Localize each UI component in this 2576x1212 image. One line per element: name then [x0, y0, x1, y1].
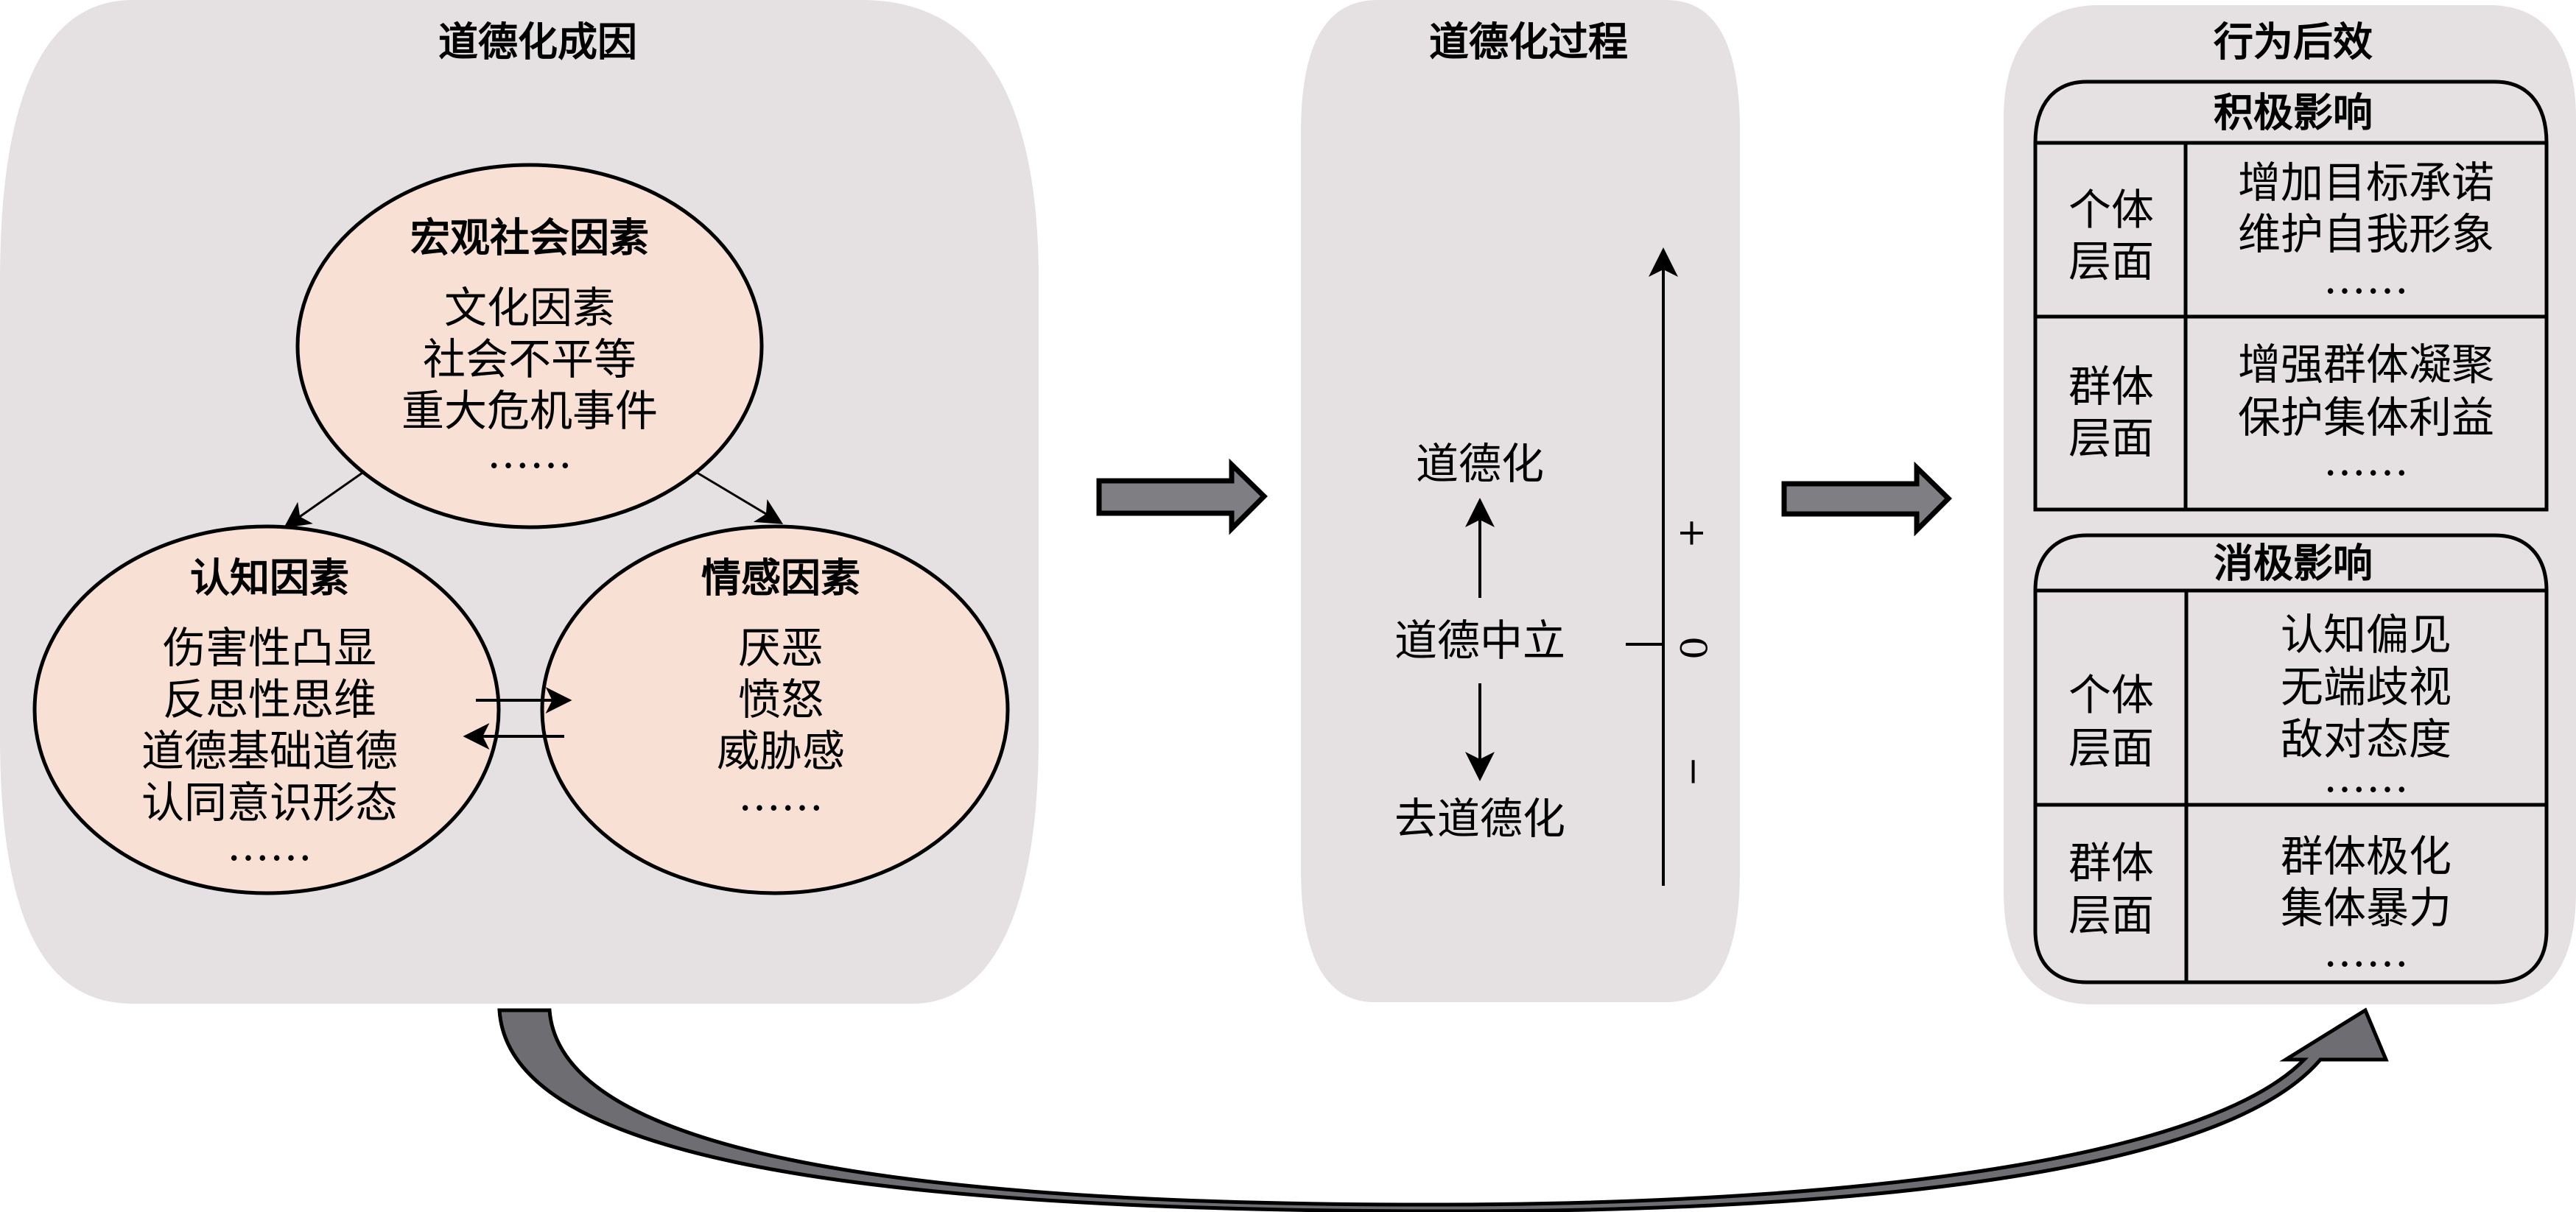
macro-to-cognitive-arrow: [284, 470, 365, 529]
axis-plus-label: +: [1671, 518, 1714, 549]
affective-factor-ellipsis: ……: [738, 770, 824, 820]
positive-impact-frame: [2033, 80, 2549, 512]
negative-group-item: 集体暴力: [2281, 883, 2452, 933]
negative-impact-frame: [2033, 533, 2549, 984]
process-panel-bg: [1301, 0, 1740, 1002]
negative-group-item: 群体极化: [2281, 831, 2452, 881]
macro-factors-ellipse: [295, 163, 764, 529]
level-label: 层面: [2068, 890, 2154, 940]
level-label: 群体: [2068, 362, 2154, 412]
process-title: 道德化过程: [1429, 19, 1628, 66]
cognitive-factors-ellipse: [32, 524, 501, 895]
cognitive-factor-item: 道德基础道德: [141, 726, 398, 776]
level-label: 个体: [2068, 185, 2154, 235]
level-label: 层面: [2068, 723, 2154, 773]
macro-to-affective-arrow: [694, 470, 784, 524]
cognitive-factor-item: 伤害性凸显: [163, 623, 376, 673]
macro-factor-item: 文化因素: [444, 283, 615, 333]
affective-factor-item: 厌恶: [738, 623, 824, 673]
causes-to-outcomes-curved-arrow: [497, 1007, 2389, 1212]
positive-group-item: 增强群体凝聚: [2238, 339, 2494, 390]
cognitive-factors-node: 认知因素 伤害性凸显 反思性思维 道德基础道德 认同意识形态 ……: [32, 524, 501, 895]
macro-factors-node: 宏观社会因素 文化因素 社会不平等 重大危机事件 ……: [295, 163, 764, 529]
macro-factor-item: 社会不平等: [423, 334, 636, 384]
negative-individual-ellipsis: ……: [2323, 752, 2409, 802]
macro-factor-ellipsis: ……: [487, 428, 572, 478]
moralization-label: 道德化: [1416, 439, 1544, 489]
demoralization-label: 去道德化: [1394, 794, 1565, 844]
level-label: 层面: [2068, 236, 2154, 286]
positive-group-ellipsis: ……: [2323, 435, 2409, 485]
negative-impact-heading: 消极影响: [2214, 540, 2373, 587]
level-label: 群体: [2068, 838, 2154, 888]
negative-group-ellipsis: ……: [2323, 926, 2409, 976]
affective-factor-item: 威胁感: [717, 726, 845, 776]
affective-factors-heading: 情感因素: [701, 555, 860, 602]
positive-group-item: 保护集体利益: [2238, 392, 2494, 443]
causes-title: 道德化成因: [438, 19, 637, 66]
positive-individual-item: 维护自我形象: [2238, 209, 2494, 259]
moral-neutral-label: 道德中立: [1394, 616, 1565, 666]
cognitive-factor-item: 反思性思维: [163, 674, 376, 725]
affective-factors-ellipse: [540, 524, 1010, 895]
causes-to-process-arrow: [1096, 458, 1268, 535]
cognitive-factor-item: 认同意识形态: [141, 778, 398, 828]
negative-individual-item: 敌对态度: [2281, 714, 2452, 764]
outcomes-panel-bg: [2004, 5, 2576, 1004]
affective-factor-item: 愤怒: [738, 674, 824, 725]
positive-individual-ellipsis: ……: [2323, 253, 2409, 303]
outcomes-panel: 行为后效 积极影响 个体 层面 增加目标承诺 维护自我形象 …… 群体 层面 增…: [2004, 5, 2576, 1004]
positive-impact-heading: 积极影响: [2214, 90, 2373, 136]
macro-factor-item: 重大危机事件: [401, 386, 658, 436]
positive-impact-table: 积极影响 个体 层面 增加目标承诺 维护自我形象 …… 群体 层面 增强群体凝聚…: [2033, 80, 2549, 512]
negative-impact-table: 消极影响 个体 层面 认知偏见 无端歧视 敌对态度 …… 群体 层面 群体极化 …: [2033, 533, 2549, 984]
macro-factors-heading: 宏观社会因素: [410, 215, 649, 261]
affective-factors-node: 情感因素 厌恶 愤怒 威胁感 ……: [540, 524, 1010, 895]
outcomes-title: 行为后效: [2214, 19, 2373, 66]
cognitive-factors-heading: 认知因素: [190, 555, 349, 602]
level-label: 个体: [2068, 670, 2154, 720]
level-label: 层面: [2068, 413, 2154, 463]
axis-minus-label: −: [1673, 756, 1716, 787]
process-panel: 道德化过程 道德化 道德中立 去道德化 + 0 −: [1301, 0, 1740, 1002]
process-to-outcomes-arrow: [1781, 461, 1952, 537]
negative-individual-item: 无端歧视: [2281, 662, 2452, 712]
cognitive-factor-ellipsis: ……: [227, 820, 312, 870]
positive-individual-item: 增加目标承诺: [2238, 158, 2494, 208]
axis-zero-label: 0: [1671, 636, 1714, 660]
causes-panel: 道德化成因 宏观社会因素 文化因素 社会不平等 重大危机事件 …… 认知因素 伤…: [0, 0, 1039, 1004]
negative-individual-item: 认知偏见: [2281, 610, 2452, 660]
